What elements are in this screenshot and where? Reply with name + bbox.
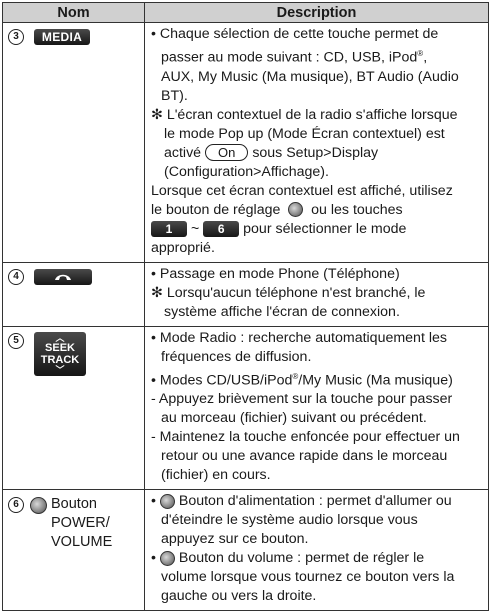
power-knob-icon <box>159 494 175 510</box>
seek-track-button: ︿ SEEK TRACK ﹀ <box>34 331 86 376</box>
desc-line: (fichier) en cours. <box>161 467 271 484</box>
chevron-down-icon: ﹀ <box>55 364 65 375</box>
media-button: MEDIA <box>34 29 90 46</box>
desc-line: - Appuyez brièvement sur la touche pour … <box>151 391 453 408</box>
circled-number-6: 6 <box>8 497 24 514</box>
circled-number-4: 4 <box>8 268 24 285</box>
power-volume-label: Bouton POWER/ VOLUME <box>51 496 113 551</box>
header-description: Description <box>144 2 489 23</box>
note-line: le mode Pop up (Mode Écran contextuel) e… <box>164 125 445 142</box>
seek-label: SEEK <box>45 341 75 354</box>
desc-cell-phone: • Passage en mode Phone (Téléphone) ✻ Lo… <box>144 261 489 327</box>
desc-line: Lorsque cet écran contextuel est affiché… <box>151 182 453 199</box>
desc-line: retour ou une avance rapide dans le morc… <box>161 448 448 465</box>
volume-knob-icon <box>159 551 175 567</box>
note-line: système affiche l'écran de connexion. <box>164 303 400 320</box>
desc-cell-media: • Chaque sélection de cette touche perme… <box>144 22 489 263</box>
name-cell-power-volume: 6 Bouton POWER/ VOLUME <box>2 489 145 611</box>
desc-line: 1 ~ 6 pour sélectionner le mode <box>151 220 484 239</box>
desc-cell-seek-track: • Mode Radio : recherche automatiquement… <box>144 325 489 491</box>
desc-line: • Chaque sélection de cette touche perme… <box>151 26 439 42</box>
desc-line: approprié. <box>151 239 215 256</box>
table-header-row: Nom Description <box>2 2 489 23</box>
table-row: 4 • Passage en mode Phone (Téléphone) ✻ … <box>2 261 489 327</box>
note-line: ✻ L'écran contextuel de la radio s'affic… <box>151 106 458 123</box>
power-knob-icon <box>30 497 47 515</box>
desc-line: BT). <box>161 87 188 104</box>
key-1-button: 1 <box>151 220 187 237</box>
desc-line: • Mode Radio : recherche automatiquement… <box>151 329 447 346</box>
table-row: 3 MEDIA • Chaque sélection de cette touch… <box>2 22 489 263</box>
note-line: activé On sous Setup>Display <box>164 143 379 161</box>
desc-line: le bouton de réglage ou les touches <box>151 201 403 218</box>
desc-line: • Modes CD/USB/iPod®/My Music (Ma musiqu… <box>151 371 453 389</box>
desc-cell-power-volume: • Bouton d'alimentation : permet d'allum… <box>144 489 489 611</box>
desc-line: • Bouton du volume : permet de régler le <box>151 550 425 567</box>
note-line: (Configuration>Affichage). <box>164 163 329 180</box>
name-cell-seek-track: 5 ︿ SEEK TRACK ﹀ <box>2 325 145 491</box>
name-cell-media: 3 MEDIA <box>2 22 145 263</box>
desc-line: d'éteindre le système audio lorsque vous <box>161 512 418 529</box>
chevron-up-icon: ︿ <box>55 332 65 343</box>
tuning-knob-icon <box>288 202 304 218</box>
desc-line: appuyez sur ce bouton. <box>161 531 309 548</box>
on-button: On <box>205 143 249 161</box>
circled-number-5: 5 <box>8 332 24 349</box>
name-cell-phone: 4 <box>2 261 145 327</box>
phone-button <box>34 268 92 285</box>
desc-line: volume lorsque vous tournez ce bouton ve… <box>161 569 455 586</box>
desc-line: passer au mode suivant : CD, USB, iPod®, <box>161 49 428 66</box>
note-line: ✻ Lorsqu'aucun téléphone n'est branché, … <box>151 284 426 301</box>
desc-line: • Bouton d'alimentation : permet d'allum… <box>151 493 452 510</box>
table-row: 5 ︿ SEEK TRACK ﹀ • Mode Radio : recherch… <box>2 325 489 491</box>
key-6-button: 6 <box>203 220 240 237</box>
desc-line: gauche ou vers la droite. <box>161 588 317 605</box>
desc-line: - Maintenez la touche enfoncée pour effe… <box>151 429 460 446</box>
desc-line: • Passage en mode Phone (Téléphone) <box>151 265 400 282</box>
header-nom: Nom <box>2 2 145 23</box>
phone-handset-icon <box>55 274 71 281</box>
power-volume-name: 6 Bouton POWER/ VOLUME <box>8 495 144 552</box>
circled-number-3: 3 <box>8 29 24 46</box>
desc-line: au morceau (fichier) suivant ou précéden… <box>161 410 427 427</box>
table-row: 6 Bouton POWER/ VOLUME • Bouton d'alimen… <box>2 489 489 611</box>
track-label: TRACK <box>40 353 80 366</box>
desc-line: fréquences de diffusion. <box>161 348 312 365</box>
desc-line: AUX, My Music (Ma musique), BT Audio (Au… <box>161 68 459 85</box>
